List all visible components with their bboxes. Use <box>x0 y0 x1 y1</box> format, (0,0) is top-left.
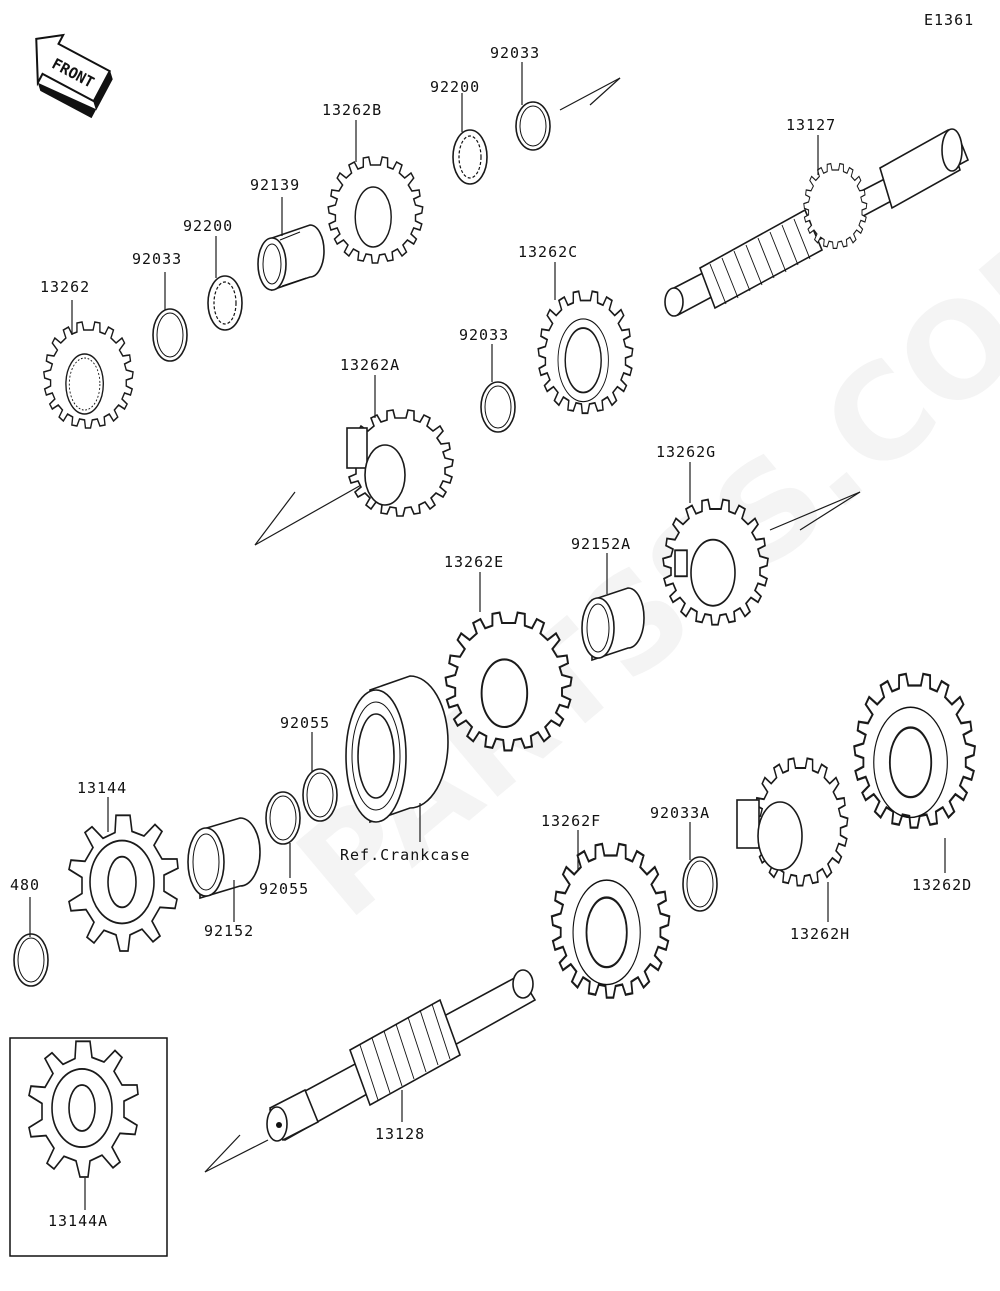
callout-13262D: 13262D <box>912 876 972 894</box>
callout-13262G: 13262G <box>656 443 716 461</box>
gear-13262 <box>42 321 134 429</box>
callout-13262: 13262 <box>40 278 90 296</box>
callout-92033A: 92033A <box>650 804 710 822</box>
callout-92152: 92152 <box>204 922 254 940</box>
sprocket-13144 <box>68 814 179 952</box>
ref-crankcase-label: Ref.Crankcase <box>340 846 470 864</box>
callout-92033-mid: 92033 <box>459 326 509 344</box>
callout-92033-left: 92033 <box>132 250 182 268</box>
callout-92152A: 92152A <box>571 535 631 553</box>
callout-92200-left: 92200 <box>183 217 233 235</box>
washer-92200-right <box>452 129 488 185</box>
shaft-13127 <box>664 128 970 317</box>
oring-92055-top <box>302 768 338 822</box>
callout-13262B: 13262B <box>322 101 382 119</box>
callout-13262A: 13262A <box>340 356 400 374</box>
axis-line-mid-right <box>769 491 861 531</box>
callout-92055-bottom: 92055 <box>259 880 309 898</box>
axis-line-mid-left <box>254 479 371 546</box>
callout-13128: 13128 <box>375 1125 425 1143</box>
bearing-92139 <box>257 224 325 292</box>
gear-13262C <box>537 290 634 415</box>
callout-13127: 13127 <box>786 116 836 134</box>
diagram-code: E1361 <box>924 11 974 29</box>
callout-92055-top: 92055 <box>280 714 330 732</box>
oring-92055-bottom <box>265 791 301 845</box>
circlip-92033-mid <box>480 381 516 433</box>
callout-13144A: 13144A <box>48 1212 108 1230</box>
gear-13262G <box>662 498 769 626</box>
watermark-text: PARTSSS.COM <box>270 174 1000 947</box>
gear-13262B <box>327 156 424 264</box>
circlip-92033-left <box>152 308 188 362</box>
axis-line-top <box>559 77 621 111</box>
circlip-92033-top <box>515 101 551 151</box>
callout-92033-top: 92033 <box>490 44 540 62</box>
front-arrow: FRONT <box>35 33 113 119</box>
collar-92152 <box>187 817 261 900</box>
gear-13262D <box>853 672 977 829</box>
sprocket-13144A-box <box>9 1037 168 1257</box>
shaft-13128 <box>204 969 537 1173</box>
callout-480: 480 <box>10 876 40 894</box>
callout-92139: 92139 <box>250 176 300 194</box>
callout-13262H: 13262H <box>790 925 850 943</box>
washer-92200-left <box>207 275 243 331</box>
gear-13262H <box>736 757 849 887</box>
callout-13262E: 13262E <box>444 553 504 571</box>
gear-13262E <box>444 611 573 752</box>
callout-13144: 13144 <box>77 779 127 797</box>
callout-13262C: 13262C <box>518 243 578 261</box>
gear-13262A <box>346 409 454 517</box>
gear-13262F <box>550 842 671 999</box>
collar-92152A <box>581 587 645 662</box>
circlip-92033A <box>682 856 718 912</box>
callout-13262F: 13262F <box>541 812 601 830</box>
circlip-480 <box>13 933 49 987</box>
ball-bearing-crankcase <box>345 675 449 824</box>
callout-92200-right: 92200 <box>430 78 480 96</box>
watermark: PARTSSS.COM <box>270 174 1000 947</box>
